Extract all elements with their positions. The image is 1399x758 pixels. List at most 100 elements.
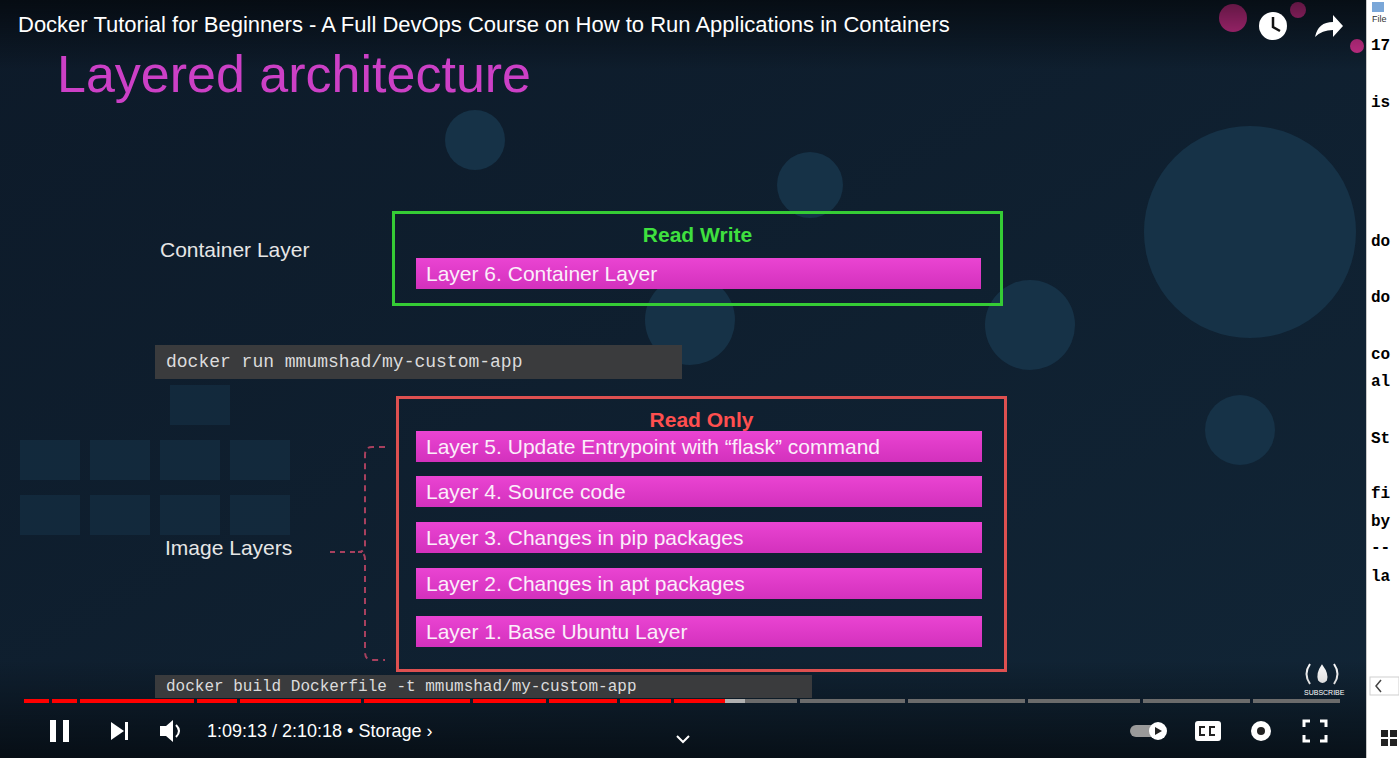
- editor-text: is: [1371, 94, 1390, 112]
- layer-bar: Layer 1. Base Ubuntu Layer: [416, 616, 982, 647]
- ghost-containers-part: [90, 440, 150, 480]
- editor-border: [1366, 0, 1367, 758]
- subscribe-label: SUBSCRIBE: [1304, 689, 1344, 696]
- layer-text: Layer 2. Changes in apt packages: [426, 572, 745, 596]
- clock-icon-part: [1273, 17, 1280, 31]
- slide-ground: [0, 0, 1366, 758]
- progress-bar-part-part: [1140, 699, 1143, 703]
- ghost-containers-part: [20, 495, 80, 535]
- slide-title: Layered architecture: [57, 44, 531, 104]
- image-layers-bracket: [330, 447, 385, 660]
- editor-text: co: [1371, 346, 1390, 364]
- layer-bar: Layer 3. Changes in pip packages: [416, 522, 982, 553]
- progress-bar-part-part: [905, 699, 908, 703]
- player-controls-part: [1200, 727, 1215, 735]
- player-controls-part: [160, 720, 173, 742]
- progress-bar-part: [24, 699, 725, 703]
- player-controls-part: [111, 722, 124, 740]
- windows-logo-part: [1381, 730, 1388, 737]
- video-title: Docker Tutorial for Beginners - A Full D…: [18, 12, 950, 38]
- ghost-containers-part: [160, 440, 220, 480]
- progress-bar-part: [725, 699, 745, 703]
- editor-text: fi: [1371, 485, 1390, 503]
- bottom-shade: [0, 660, 1366, 758]
- windows-logo-part: [1390, 730, 1397, 737]
- windows-logo-part: [1381, 739, 1388, 746]
- progress-bar-part-part: [77, 699, 80, 703]
- player-controls-part: [50, 720, 56, 742]
- ghost-containers-part: [90, 495, 150, 535]
- editor-text: al: [1371, 373, 1390, 391]
- decor-circles-part: [1205, 395, 1275, 465]
- ghost-containers-part: [170, 385, 230, 425]
- editor-menu: File: [1372, 14, 1387, 24]
- player-controls-part: [1155, 727, 1162, 735]
- layer-text: Layer 3. Changes in pip packages: [426, 526, 744, 550]
- progress-bar-part-part: [1025, 699, 1028, 703]
- time-display: 1:09:13 / 2:10:18 • Storage ›: [207, 721, 432, 742]
- ghost-containers-part: [230, 495, 290, 535]
- player-controls-part: [1195, 721, 1221, 741]
- progress-bar-part-part: [361, 699, 364, 703]
- clock-icon: [1259, 12, 1287, 40]
- editor-text: by: [1371, 513, 1390, 531]
- progress-bar-part-part: [797, 699, 800, 703]
- ghost-containers-part: [160, 495, 220, 535]
- player-controls-part: [1149, 722, 1167, 740]
- command-text: docker run mmumshad/my-custom-app: [166, 352, 522, 372]
- player-controls-part: [63, 720, 69, 742]
- layer-bar: Layer 4. Source code: [416, 476, 982, 507]
- decor-circles-part: [777, 152, 843, 218]
- player-controls-part: [1257, 727, 1265, 735]
- image-layers-bracket-part: [330, 551, 362, 553]
- windows-logo-part: [1390, 739, 1397, 746]
- layer-group-label: Container Layer: [160, 238, 309, 262]
- progress-bar-part-part: [1250, 699, 1253, 703]
- progress-bar-part-part: [617, 699, 620, 703]
- editor-text: la: [1371, 568, 1390, 586]
- layer-text: Layer 5. Update Entrypoint with “flask” …: [426, 435, 880, 459]
- progress-bar-part-part: [49, 699, 52, 703]
- read-only-box: Read OnlyLayer 5. Update Entrypoint with…: [396, 396, 1007, 672]
- progress-bar-part-part: [237, 699, 240, 703]
- decor-circles-part: [1144, 126, 1356, 338]
- editor-text: do: [1371, 233, 1390, 251]
- player-controls-part: [677, 736, 689, 742]
- box-heading: Read Write: [395, 223, 1000, 247]
- side-editor: [1366, 0, 1399, 758]
- scroll-arrow: [1376, 680, 1381, 692]
- progress-bar-part: [49, 699, 1253, 703]
- layer-bar: Layer 5. Update Entrypoint with “flask” …: [416, 431, 982, 462]
- layer-text: Layer 6. Container Layer: [426, 262, 657, 286]
- box-heading: Read Only: [399, 408, 1004, 432]
- command-box: docker run mmumshad/my-custom-app: [155, 345, 682, 379]
- editor-text: St: [1371, 430, 1390, 448]
- decor-circles-part: [985, 280, 1075, 370]
- scrollbar: [1370, 677, 1399, 695]
- player-controls-part: [125, 722, 128, 740]
- decor-circles-part: [445, 110, 505, 170]
- layer-bar: Layer 2. Changes in apt packages: [416, 568, 982, 599]
- progress-bar: [24, 699, 1340, 703]
- ghost-containers: [20, 385, 290, 535]
- read-write-box: Read WriteLayer 6. Container Layer: [392, 211, 1003, 306]
- editor-text: do: [1371, 289, 1390, 307]
- command-box: docker build Dockerfile -t mmumshad/my-c…: [155, 675, 812, 698]
- progress-bar-part-part: [194, 699, 197, 703]
- clock-icon-part: [1259, 12, 1287, 40]
- image-layers-bracket-part: [358, 447, 385, 660]
- progress-bar-part-part: [470, 699, 473, 703]
- player-controls: [50, 720, 1326, 742]
- ghost-containers-part: [230, 440, 290, 480]
- editor-text: --: [1371, 539, 1390, 557]
- share-icon: [1315, 15, 1343, 37]
- editor-icon: [1372, 2, 1384, 12]
- progress-bar-part-part: [546, 699, 549, 703]
- layer-bar: Layer 6. Container Layer: [416, 258, 981, 289]
- player-controls-part: [1304, 721, 1326, 741]
- ghost-containers-part: [20, 440, 80, 480]
- player-controls-part: [176, 725, 179, 737]
- progress-bar-part: [24, 699, 1340, 703]
- editor-text: 17: [1371, 37, 1390, 55]
